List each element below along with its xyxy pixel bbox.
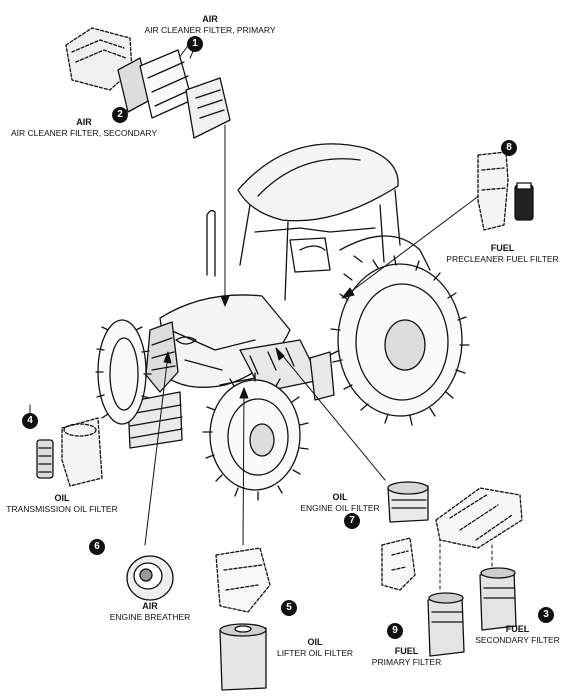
- callout-name: PRECLEANER FUEL FILTER: [446, 254, 559, 264]
- callout-category: AIR: [76, 117, 92, 127]
- engine-breather-art: [126, 555, 174, 601]
- callout-category: OIL: [307, 637, 323, 647]
- callout-name: ENGINE BREATHER: [109, 612, 191, 622]
- callout-badge-4: 4: [22, 413, 38, 429]
- callout-name: AIR CLEANER FILTER, PRIMARY: [144, 25, 276, 35]
- callout-category: OIL: [54, 493, 70, 503]
- callout-name: LIFTER OIL FILTER: [276, 648, 354, 658]
- callout-badge-2: 2: [112, 107, 128, 123]
- callout-label-9: FUEL PRIMARY FILTER: [364, 646, 449, 668]
- callout-category: OIL: [332, 492, 348, 502]
- callout-category: FUEL: [490, 243, 515, 253]
- callout-label-8: FUEL PRECLEANER FUEL FILTER: [440, 243, 565, 265]
- callout-name: PRIMARY FILTER: [371, 657, 442, 667]
- callout-label-6: AIR ENGINE BREATHER: [105, 601, 195, 623]
- transmission-oil-filter-art: [36, 417, 103, 487]
- callout-label-1: AIR AIR CLEANER FILTER, PRIMARY: [140, 14, 280, 36]
- callout-badge-7: 7: [344, 513, 360, 529]
- callout-badge-9: 9: [387, 623, 403, 639]
- callout-category: AIR: [202, 14, 218, 24]
- lifter-oil-filter-art: [215, 547, 271, 691]
- tractor-body: [127, 143, 431, 449]
- callout-label-4: OIL TRANSMISSION OIL FILTER: [2, 493, 122, 515]
- callout-badge-3: 3: [538, 607, 554, 623]
- callout-label-2: AIR AIR CLEANER FILTER, SECONDARY: [4, 117, 164, 139]
- front-wheel-left: [95, 319, 152, 425]
- callout-badge-6: 6: [89, 539, 105, 555]
- callout-name: AIR CLEANER FILTER, SECONDARY: [10, 128, 158, 138]
- callout-name: TRANSMISSION OIL FILTER: [6, 504, 118, 514]
- callout-badge-5: 5: [281, 600, 297, 616]
- air-cleaner-assembly: [65, 27, 231, 139]
- callout-badge-1: 1: [187, 36, 203, 52]
- fuel-filter-assembly-art: [427, 487, 523, 657]
- callout-badge-8: 8: [501, 140, 517, 156]
- callout-label-7: OIL ENGINE OIL FILTER: [290, 492, 390, 514]
- callout-label-5: OIL LIFTER OIL FILTER: [265, 637, 365, 659]
- callout-name: ENGINE OIL FILTER: [300, 503, 380, 513]
- engine-oil-filter-art: [381, 481, 429, 591]
- rear-wheel: [330, 255, 470, 426]
- callout-category: FUEL: [394, 646, 419, 656]
- callout-label-3: FUEL SECONDARY FILTER: [470, 624, 565, 646]
- precleaner-fuel-filter-art: [477, 151, 534, 231]
- callout-name: SECONDARY FILTER: [475, 635, 560, 645]
- front-wheel-right: [202, 372, 309, 501]
- callout-category: AIR: [142, 601, 158, 611]
- callout-category: FUEL: [505, 624, 530, 634]
